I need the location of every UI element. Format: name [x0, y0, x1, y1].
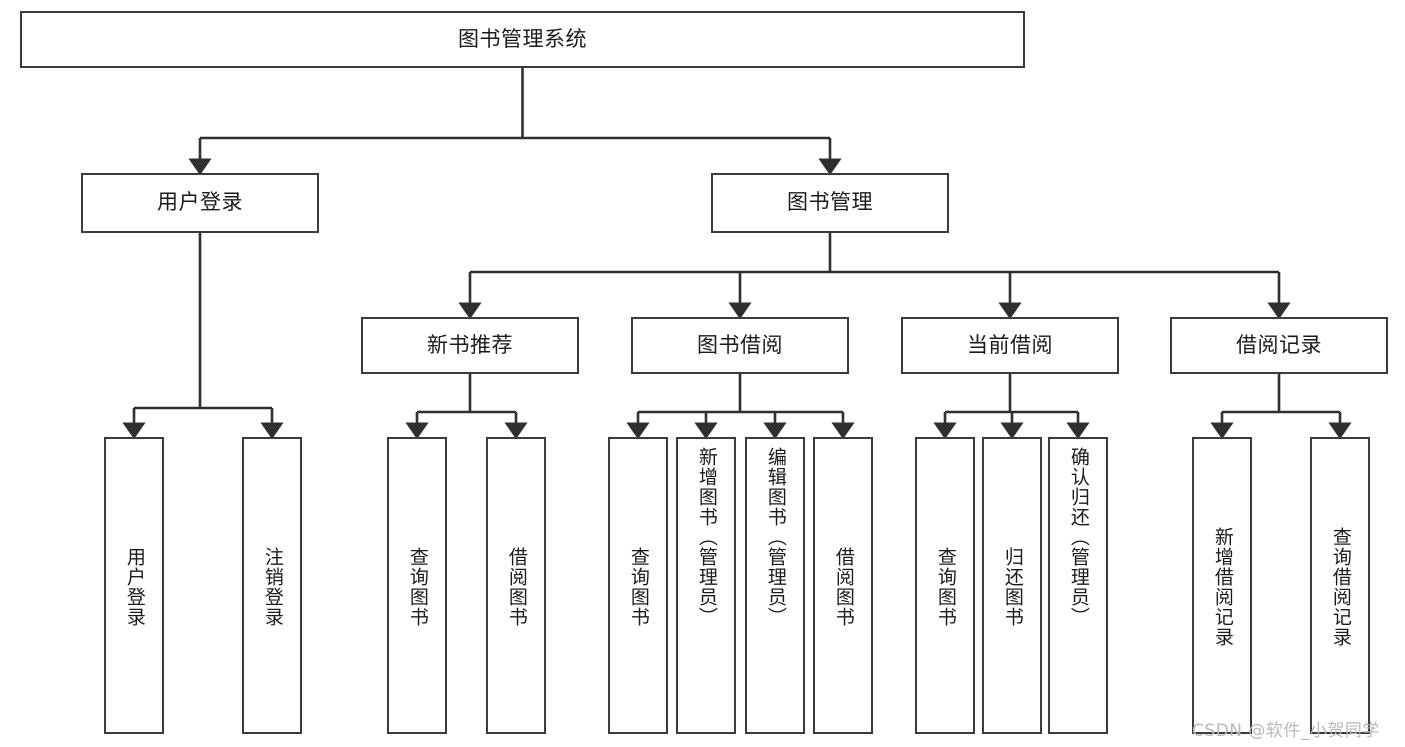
connector-lines [122, 68, 1352, 440]
node-leaf-confirm-return[interactable]: 确认归还（管理员） [1048, 437, 1108, 734]
node-leaf-query-book-1[interactable]: 查询图书 [387, 437, 447, 734]
node-root-label: 图书管理系统 [458, 26, 587, 51]
node-current-borrow-label: 当前借阅 [967, 332, 1053, 357]
node-leaf-add-record-label: 新增借阅记录 [1211, 526, 1234, 647]
node-leaf-logout[interactable]: 注销登录 [242, 437, 302, 734]
node-leaf-borrow-book-1[interactable]: 借阅图书 [486, 437, 546, 734]
node-leaf-borrow-book-2-label: 借阅图书 [832, 546, 855, 627]
node-leaf-query-record[interactable]: 查询借阅记录 [1310, 437, 1370, 734]
node-book-manage[interactable]: 图书管理 [711, 173, 949, 233]
node-book-borrow[interactable]: 图书借阅 [631, 317, 849, 374]
node-leaf-add-record[interactable]: 新增借阅记录 [1192, 437, 1252, 734]
node-user-login[interactable]: 用户登录 [81, 173, 319, 233]
node-root[interactable]: 图书管理系统 [20, 11, 1025, 68]
node-leaf-user-login-label: 用户登录 [123, 546, 146, 627]
node-leaf-edit-book[interactable]: 编辑图书（管理员） [745, 437, 805, 734]
node-leaf-add-book[interactable]: 新增图书（管理员） [676, 437, 736, 734]
node-new-book-recommend-label: 新书推荐 [427, 332, 513, 357]
node-leaf-logout-label: 注销登录 [261, 546, 284, 627]
node-book-manage-label: 图书管理 [787, 190, 873, 215]
node-book-borrow-label: 图书借阅 [697, 332, 783, 357]
node-leaf-user-login[interactable]: 用户登录 [104, 437, 164, 734]
node-leaf-confirm-return-label: 确认归还（管理员） [1067, 447, 1090, 627]
node-leaf-query-book-2[interactable]: 查询图书 [608, 437, 668, 734]
node-leaf-borrow-book-1-label: 借阅图书 [505, 546, 528, 627]
node-leaf-query-book-3[interactable]: 查询图书 [915, 437, 975, 734]
node-leaf-add-book-label: 新增图书（管理员） [695, 447, 718, 627]
node-leaf-edit-book-label: 编辑图书（管理员） [764, 447, 787, 627]
node-user-login-label: 用户登录 [157, 190, 243, 215]
node-current-borrow[interactable]: 当前借阅 [901, 317, 1119, 374]
node-leaf-query-book-1-label: 查询图书 [406, 546, 429, 627]
node-leaf-return-book-label: 归还图书 [1001, 546, 1024, 627]
node-leaf-query-record-label: 查询借阅记录 [1329, 526, 1352, 647]
node-leaf-borrow-book-2[interactable]: 借阅图书 [813, 437, 873, 734]
node-borrow-record[interactable]: 借阅记录 [1170, 317, 1388, 374]
node-leaf-query-book-2-label: 查询图书 [627, 546, 650, 627]
node-leaf-return-book[interactable]: 归还图书 [982, 437, 1042, 734]
node-borrow-record-label: 借阅记录 [1236, 332, 1322, 357]
node-leaf-query-book-3-label: 查询图书 [934, 546, 957, 627]
node-new-book-recommend[interactable]: 新书推荐 [361, 317, 579, 374]
